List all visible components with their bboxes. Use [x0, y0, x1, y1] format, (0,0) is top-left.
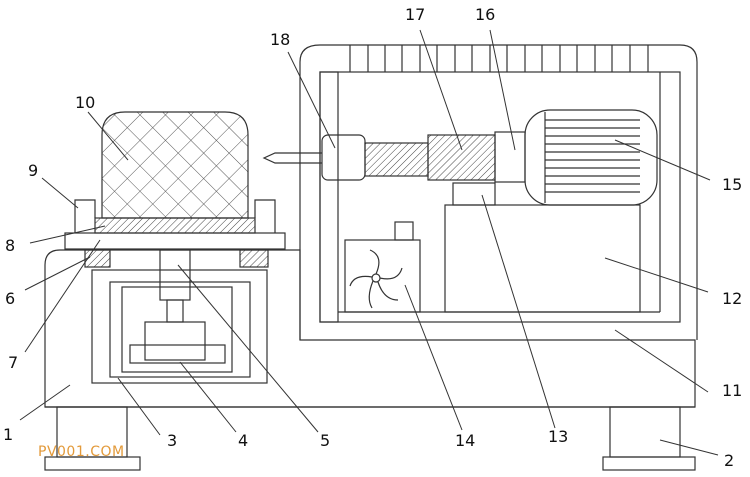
cabinet-11	[299, 44, 698, 340]
workpiece-10	[101, 111, 249, 219]
callout-labels: 1 2 3 4 5 6 7 8 9 10 11 12 13 14 15 16 1…	[3, 5, 742, 470]
label-7: 7	[8, 353, 18, 372]
part-17	[427, 134, 496, 181]
box-12	[444, 204, 641, 313]
strip-8	[94, 217, 256, 234]
shaft-5-lower	[166, 299, 184, 323]
label-5: 5	[320, 431, 330, 450]
motor-15-fins	[545, 119, 640, 193]
base-body	[44, 249, 696, 408]
label-6: 6	[5, 289, 15, 308]
fan-box-14	[344, 239, 421, 313]
support-13	[452, 182, 496, 206]
label-2: 2	[724, 451, 734, 470]
watermark: PV001.COM	[38, 444, 125, 460]
label-15: 15	[722, 175, 742, 194]
motor-4	[144, 321, 206, 361]
label-1: 1	[3, 425, 13, 444]
spindle	[364, 142, 429, 177]
motor-4-base	[129, 344, 226, 364]
label-9: 9	[28, 161, 38, 180]
pad-left	[84, 249, 111, 268]
label-13: 13	[548, 427, 568, 446]
tool-bit	[262, 152, 322, 164]
leader-lines	[19, 29, 719, 456]
foot-right	[609, 406, 681, 458]
fan-box-top	[394, 221, 414, 241]
inner-column	[319, 71, 339, 323]
label-18: 18	[270, 30, 290, 49]
foot-right-pad	[602, 456, 696, 471]
label-16: 16	[475, 5, 495, 24]
label-4: 4	[238, 431, 248, 450]
label-10: 10	[75, 93, 95, 112]
label-12: 12	[722, 289, 742, 308]
label-17: 17	[405, 5, 425, 24]
shaft-5	[159, 249, 191, 301]
side-clamp-right	[254, 199, 276, 233]
coupling-16	[494, 131, 526, 183]
label-3: 3	[167, 431, 177, 450]
lower-housing-outer	[91, 269, 268, 384]
fan-icon	[349, 249, 403, 309]
label-11: 11	[722, 381, 742, 400]
vent-slats	[349, 45, 649, 72]
label-8: 8	[5, 236, 15, 255]
foot-left-pad	[44, 456, 141, 471]
pad-right	[239, 249, 269, 268]
lower-housing-inner	[109, 281, 251, 378]
chuck-18	[321, 134, 366, 181]
side-clamp-left	[74, 199, 96, 233]
label-14: 14	[455, 431, 475, 450]
support-plate	[64, 232, 286, 250]
